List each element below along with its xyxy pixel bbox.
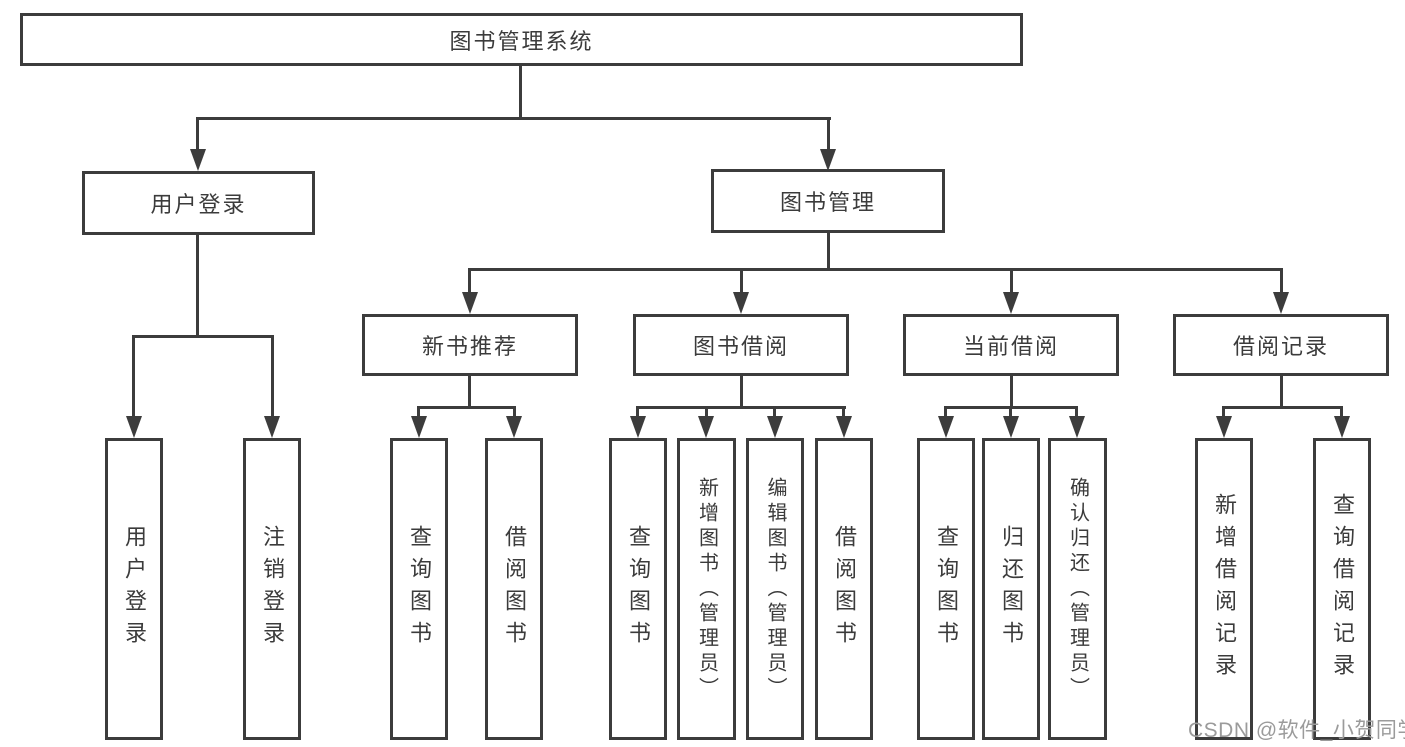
arrowhead-icon [1273,292,1289,314]
node-new-books: 新书推荐 [362,314,578,376]
connector-line [196,235,199,336]
node-leaf-cb-query: 查询图书 [917,438,975,740]
node-root: 图书管理系统 [20,13,1023,66]
node-leaf-logout-label: 注销登录 [260,525,285,653]
arrowhead-icon [190,149,206,171]
node-leaf-bb-query: 查询图书 [609,438,667,740]
connector-line [1222,406,1225,418]
node-borrow-records: 借阅记录 [1173,314,1389,376]
connector-line [468,376,471,407]
connector-line [740,376,743,407]
node-leaf-nb-borrow: 借阅图书 [485,438,543,740]
node-leaf-cb-confirm-label: 确认归还（管理员） [1066,476,1089,702]
node-leaf-nb-query-label: 查询图书 [407,525,432,653]
node-book-borrow-label: 图书借阅 [692,334,789,359]
node-leaf-cb-confirm: 确认归还（管理员） [1048,438,1107,740]
node-leaf-bb-query-label: 查询图书 [626,525,651,653]
node-current-borrow: 当前借阅 [903,314,1119,376]
connector-line [468,268,471,294]
connector-line [827,117,830,151]
connector-line [417,406,420,418]
connector-line [417,406,516,409]
node-leaf-bb-borrow-label: 借阅图书 [832,525,857,653]
node-leaf-br-query: 查询借阅记录 [1313,438,1371,740]
node-user-login: 用户登录 [82,171,315,235]
node-root-label: 图书管理系统 [449,28,594,54]
node-leaf-bb-edit: 编辑图书（管理员） [746,438,804,740]
arrowhead-icon [126,416,142,438]
node-leaf-cb-query-label: 查询图书 [934,525,959,653]
node-leaf-br-add: 新增借阅记录 [1195,438,1253,740]
arrowhead-icon [733,292,749,314]
connector-line [636,406,639,418]
connector-line [468,268,1282,271]
csdn-watermark: CSDN @软件_小贺同学 [1188,719,1405,742]
connector-line [132,335,135,418]
node-book-mgmt: 图书管理 [711,169,945,233]
node-book-borrow: 图书借阅 [633,314,849,376]
connector-line [773,406,776,418]
connector-line [132,335,274,338]
connector-line [1280,268,1283,294]
arrowhead-icon [411,416,427,438]
arrowhead-icon [506,416,522,438]
node-borrow-records-label: 借阅记录 [1232,334,1329,359]
connector-line [1010,268,1013,294]
connector-line [1075,406,1078,418]
arrowhead-icon [1003,416,1019,438]
connector-line [271,335,274,418]
arrowhead-icon [698,416,714,438]
node-leaf-nb-query: 查询图书 [390,438,448,740]
arrowhead-icon [836,416,852,438]
connector-line [842,406,845,418]
connector-line [519,66,522,118]
arrowhead-icon [630,416,646,438]
connector-line [196,117,831,120]
connector-line [1280,376,1283,407]
connector-line [636,406,846,409]
node-leaf-bb-add-label: 新增图书（管理员） [695,476,718,702]
node-leaf-bb-add: 新增图书（管理员） [677,438,736,740]
connector-line [827,233,830,269]
arrowhead-icon [264,416,280,438]
node-leaf-bb-edit-label: 编辑图书（管理员） [764,476,786,702]
node-current-borrow-label: 当前借阅 [962,334,1059,359]
arrowhead-icon [462,292,478,314]
arrowhead-icon [820,149,836,171]
node-leaf-nb-borrow-label: 借阅图书 [502,525,527,653]
node-leaf-bb-borrow: 借阅图书 [815,438,873,740]
connector-line [513,406,516,418]
node-leaf-user-login: 用户登录 [105,438,163,740]
arrowhead-icon [1069,416,1085,438]
node-leaf-br-query-label: 查询借阅记录 [1330,493,1355,685]
node-leaf-cb-return-label: 归还图书 [999,525,1024,653]
connector-line [740,268,743,294]
arrowhead-icon [767,416,783,438]
node-new-books-label: 新书推荐 [421,334,518,359]
node-leaf-cb-return: 归还图书 [982,438,1040,740]
connector-line [1010,376,1013,407]
arrowhead-icon [1216,416,1232,438]
node-leaf-br-add-label: 新增借阅记录 [1212,493,1237,685]
arrowhead-icon [1003,292,1019,314]
node-leaf-user-login-label: 用户登录 [122,525,147,653]
connector-line [1009,406,1012,418]
arrowhead-icon [1334,416,1350,438]
node-leaf-logout: 注销登录 [243,438,301,740]
connector-line [944,406,947,418]
connector-line [1222,406,1343,409]
connector-line [705,406,708,418]
connector-line [1340,406,1343,418]
arrowhead-icon [938,416,954,438]
connector-line [196,117,199,151]
node-book-mgmt-label: 图书管理 [779,190,876,215]
node-user-login-label: 用户登录 [150,192,247,217]
